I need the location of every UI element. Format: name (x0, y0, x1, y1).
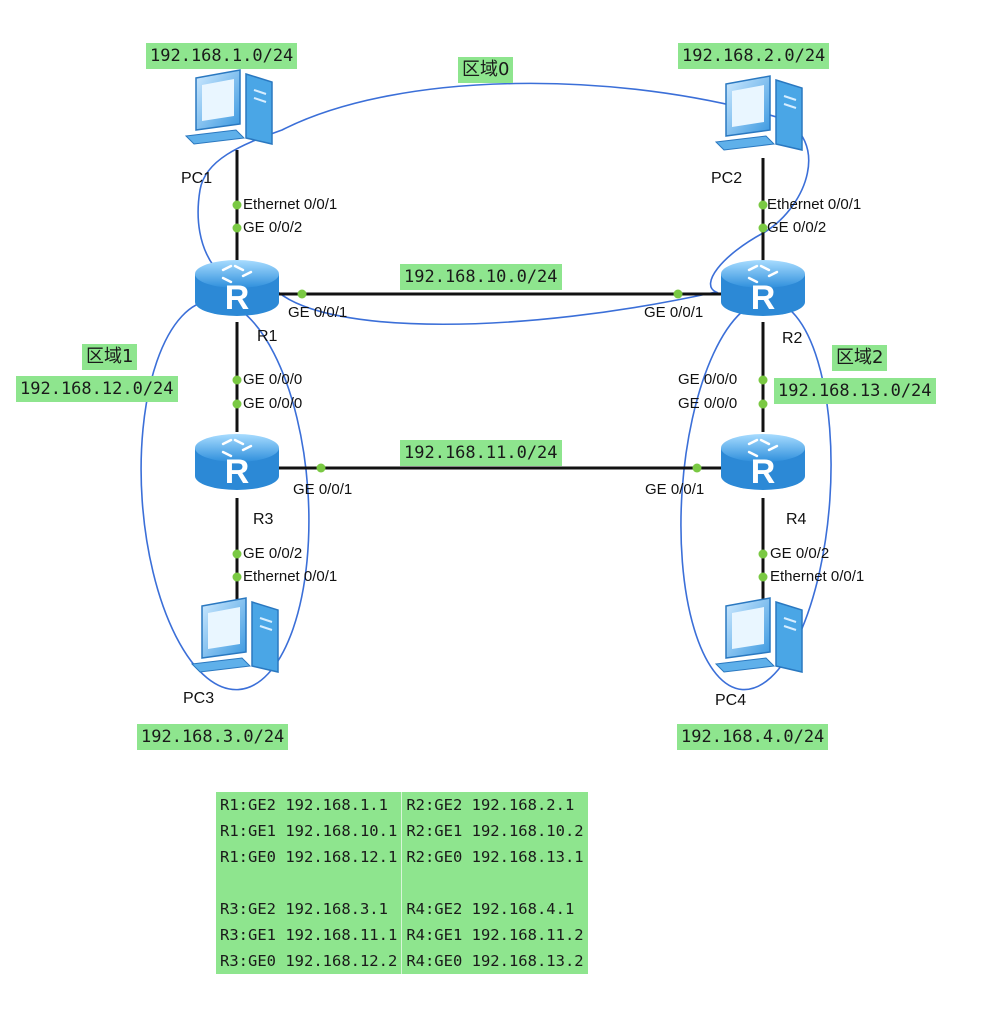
network-label-r1-r2: 192.168.10.0/24 (400, 264, 562, 290)
port-dot (232, 549, 242, 559)
port-dot (316, 463, 326, 473)
port-dot (232, 399, 242, 409)
table-cell: R1:GE0 192.168.12.1 (220, 848, 398, 866)
port-label-r4-ge1: GE 0/0/1 (645, 481, 705, 498)
port-label-r4-ge2: GE 0/0/2 (770, 545, 830, 562)
port-label-r1-ge2: GE 0/0/2 (243, 219, 303, 236)
r3-router-icon (193, 432, 281, 493)
port-label-r1-ge1: GE 0/0/1 (288, 304, 348, 321)
port-label-pc2-eth: Ethernet 0/0/1 (767, 196, 862, 213)
port-dot (297, 289, 307, 299)
r3-name: R3 (253, 511, 274, 528)
area0-label: 区域0 (458, 57, 514, 83)
port-label-r1-ge0: GE 0/0/0 (243, 371, 303, 388)
port-label-r2-ge1: GE 0/0/1 (644, 304, 704, 321)
pc4-icon (715, 597, 803, 673)
port-dot (232, 375, 242, 385)
network-label-r2-r4: 192.168.13.0/24 (774, 378, 936, 404)
table-cell: R3:GE0 192.168.12.2 (220, 952, 398, 970)
pc4-name: PC4 (715, 692, 747, 709)
port-dots (232, 200, 768, 582)
port-label-r3-ge2: GE 0/0/2 (243, 545, 303, 562)
table-cell: R1:GE2 192.168.1.1 (220, 796, 388, 814)
port-label-pc1-eth: Ethernet 0/0/1 (243, 196, 338, 213)
pc1-name: PC1 (181, 170, 213, 187)
network-label-pc1: 192.168.1.0/24 (146, 43, 298, 69)
port-dot (758, 223, 768, 233)
port-label-r2-ge2: GE 0/0/2 (767, 219, 827, 236)
table-cell (401, 870, 588, 896)
port-label-pc4-eth: Ethernet 0/0/1 (770, 568, 865, 585)
pc1-icon (185, 69, 273, 145)
r4-router-icon (719, 432, 807, 493)
port-label-r3-ge0: GE 0/0/0 (243, 395, 303, 412)
pc2-icon (715, 75, 803, 151)
table-cell: R2:GE1 192.168.10.2 (401, 818, 588, 844)
area2-label: 区域2 (832, 345, 888, 371)
table-row: R1:GE2 192.168.1.1 R2:GE2 192.168.2.1 (216, 792, 588, 818)
port-dot (232, 200, 242, 210)
port-dot (758, 549, 768, 559)
port-label-pc3-eth: Ethernet 0/0/1 (243, 568, 338, 585)
network-label-r3-r4: 192.168.11.0/24 (400, 440, 562, 466)
port-dot (232, 572, 242, 582)
pc3-icon (191, 597, 279, 673)
port-dot (758, 200, 768, 210)
r4-name: R4 (786, 511, 807, 528)
table-cell: R1:GE1 192.168.10.1 (220, 822, 398, 840)
table-row (216, 870, 588, 896)
table-row: R3:GE2 192.168.3.1 R4:GE2 192.168.4.1 (216, 896, 588, 922)
r1-router-icon (193, 258, 281, 319)
table-cell: R4:GE2 192.168.4.1 (401, 896, 588, 922)
table-cell: R4:GE0 192.168.13.2 (401, 948, 588, 974)
table-cell: R3:GE2 192.168.3.1 (220, 900, 388, 918)
table-cell: R2:GE2 192.168.2.1 (401, 792, 588, 818)
r1-name: R1 (257, 328, 278, 345)
table-cell: R2:GE0 192.168.13.1 (401, 844, 588, 870)
network-label-r1-r3: 192.168.12.0/24 (16, 376, 178, 402)
pc2-name: PC2 (711, 170, 743, 187)
area1-label: 区域1 (82, 344, 138, 370)
port-label-r2-ge0: GE 0/0/0 (678, 371, 738, 388)
port-dot (692, 463, 702, 473)
port-label-r4-ge0: GE 0/0/0 (678, 395, 738, 412)
pc3-name: PC3 (183, 690, 215, 707)
port-dot (673, 289, 683, 299)
r2-name: R2 (782, 330, 803, 347)
network-label-pc3: 192.168.3.0/24 (137, 724, 289, 750)
port-dot (758, 572, 768, 582)
port-dot (758, 399, 768, 409)
port-label-r3-ge1: GE 0/0/1 (293, 481, 353, 498)
ip-address-table: R1:GE2 192.168.1.1 R2:GE2 192.168.2.1 R1:… (216, 792, 588, 974)
area0-outline (197, 82, 810, 326)
table-cell: R4:GE1 192.168.11.2 (401, 922, 588, 948)
network-label-pc4: 192.168.4.0/24 (677, 724, 829, 750)
table-cell: R3:GE1 192.168.11.1 (220, 926, 398, 944)
r2-router-icon (719, 258, 807, 319)
table-cell (216, 870, 402, 896)
port-dot (758, 375, 768, 385)
port-dot (232, 223, 242, 233)
network-label-pc2: 192.168.2.0/24 (678, 43, 830, 69)
